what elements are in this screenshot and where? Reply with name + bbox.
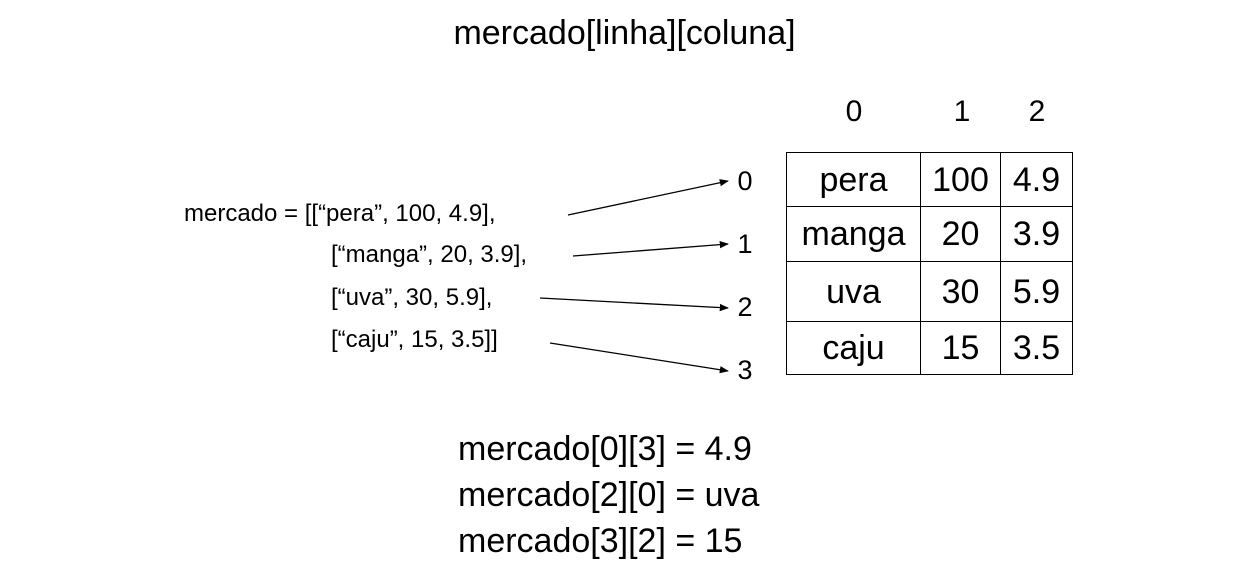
matrix-cell: 100 bbox=[920, 152, 1001, 207]
column-index-0: 0 bbox=[845, 95, 863, 128]
column-index-1: 1 bbox=[953, 95, 971, 128]
column-index-2: 2 bbox=[1028, 95, 1046, 128]
matrix-cell: 20 bbox=[920, 206, 1001, 262]
row-index-2: 2 bbox=[737, 292, 753, 322]
matrix-cell: manga bbox=[786, 206, 921, 262]
code-line-0: mercado = [[“pera”, 100, 4.9], bbox=[184, 200, 496, 227]
example-expression: mercado[2][0] = uva bbox=[458, 476, 760, 514]
row-index-0: 0 bbox=[737, 166, 753, 196]
row-index-3: 3 bbox=[737, 355, 753, 385]
example-expressions: mercado[0][3] = 4.9 mercado[2][0] = uva … bbox=[458, 432, 759, 570]
row-index-1: 1 bbox=[737, 229, 753, 259]
matrix-row: manga 20 3.9 bbox=[786, 206, 1073, 262]
matrix-row: pera 100 4.9 bbox=[786, 152, 1073, 207]
arrow-row-0 bbox=[567, 179, 729, 216]
arrow-row-3 bbox=[549, 342, 729, 374]
example-expression: mercado[0][3] = 4.9 bbox=[458, 430, 752, 468]
code-line-2: [“uva”, 30, 5.9], bbox=[331, 284, 493, 311]
matrix-row: caju 15 3.5 bbox=[786, 321, 1073, 375]
matrix-cell: 30 bbox=[920, 261, 1001, 322]
market-matrix: pera 100 4.9 manga 20 3.9 uva 30 5.9 caj… bbox=[786, 152, 1073, 375]
matrix-cell: 5.9 bbox=[1000, 261, 1073, 322]
code-line-1: [“manga”, 20, 3.9], bbox=[331, 241, 528, 268]
diagram-title: mercado[linha][coluna] bbox=[453, 14, 796, 52]
code-line-3: [“caju”, 15, 3.5]] bbox=[331, 326, 498, 353]
matrix-cell: uva bbox=[786, 261, 921, 322]
arrow-row-1 bbox=[572, 241, 729, 257]
matrix-cell: 3.5 bbox=[1000, 321, 1073, 375]
example-expression: mercado[3][2] = 15 bbox=[458, 522, 743, 560]
matrix-cell: 3.9 bbox=[1000, 206, 1073, 262]
matrix-row: uva 30 5.9 bbox=[786, 261, 1073, 322]
matrix-cell: 4.9 bbox=[1000, 152, 1073, 207]
matrix-cell: caju bbox=[786, 321, 921, 375]
matrix-cell: 15 bbox=[920, 321, 1001, 375]
matrix-cell: pera bbox=[786, 152, 921, 207]
arrow-row-2 bbox=[539, 297, 729, 312]
